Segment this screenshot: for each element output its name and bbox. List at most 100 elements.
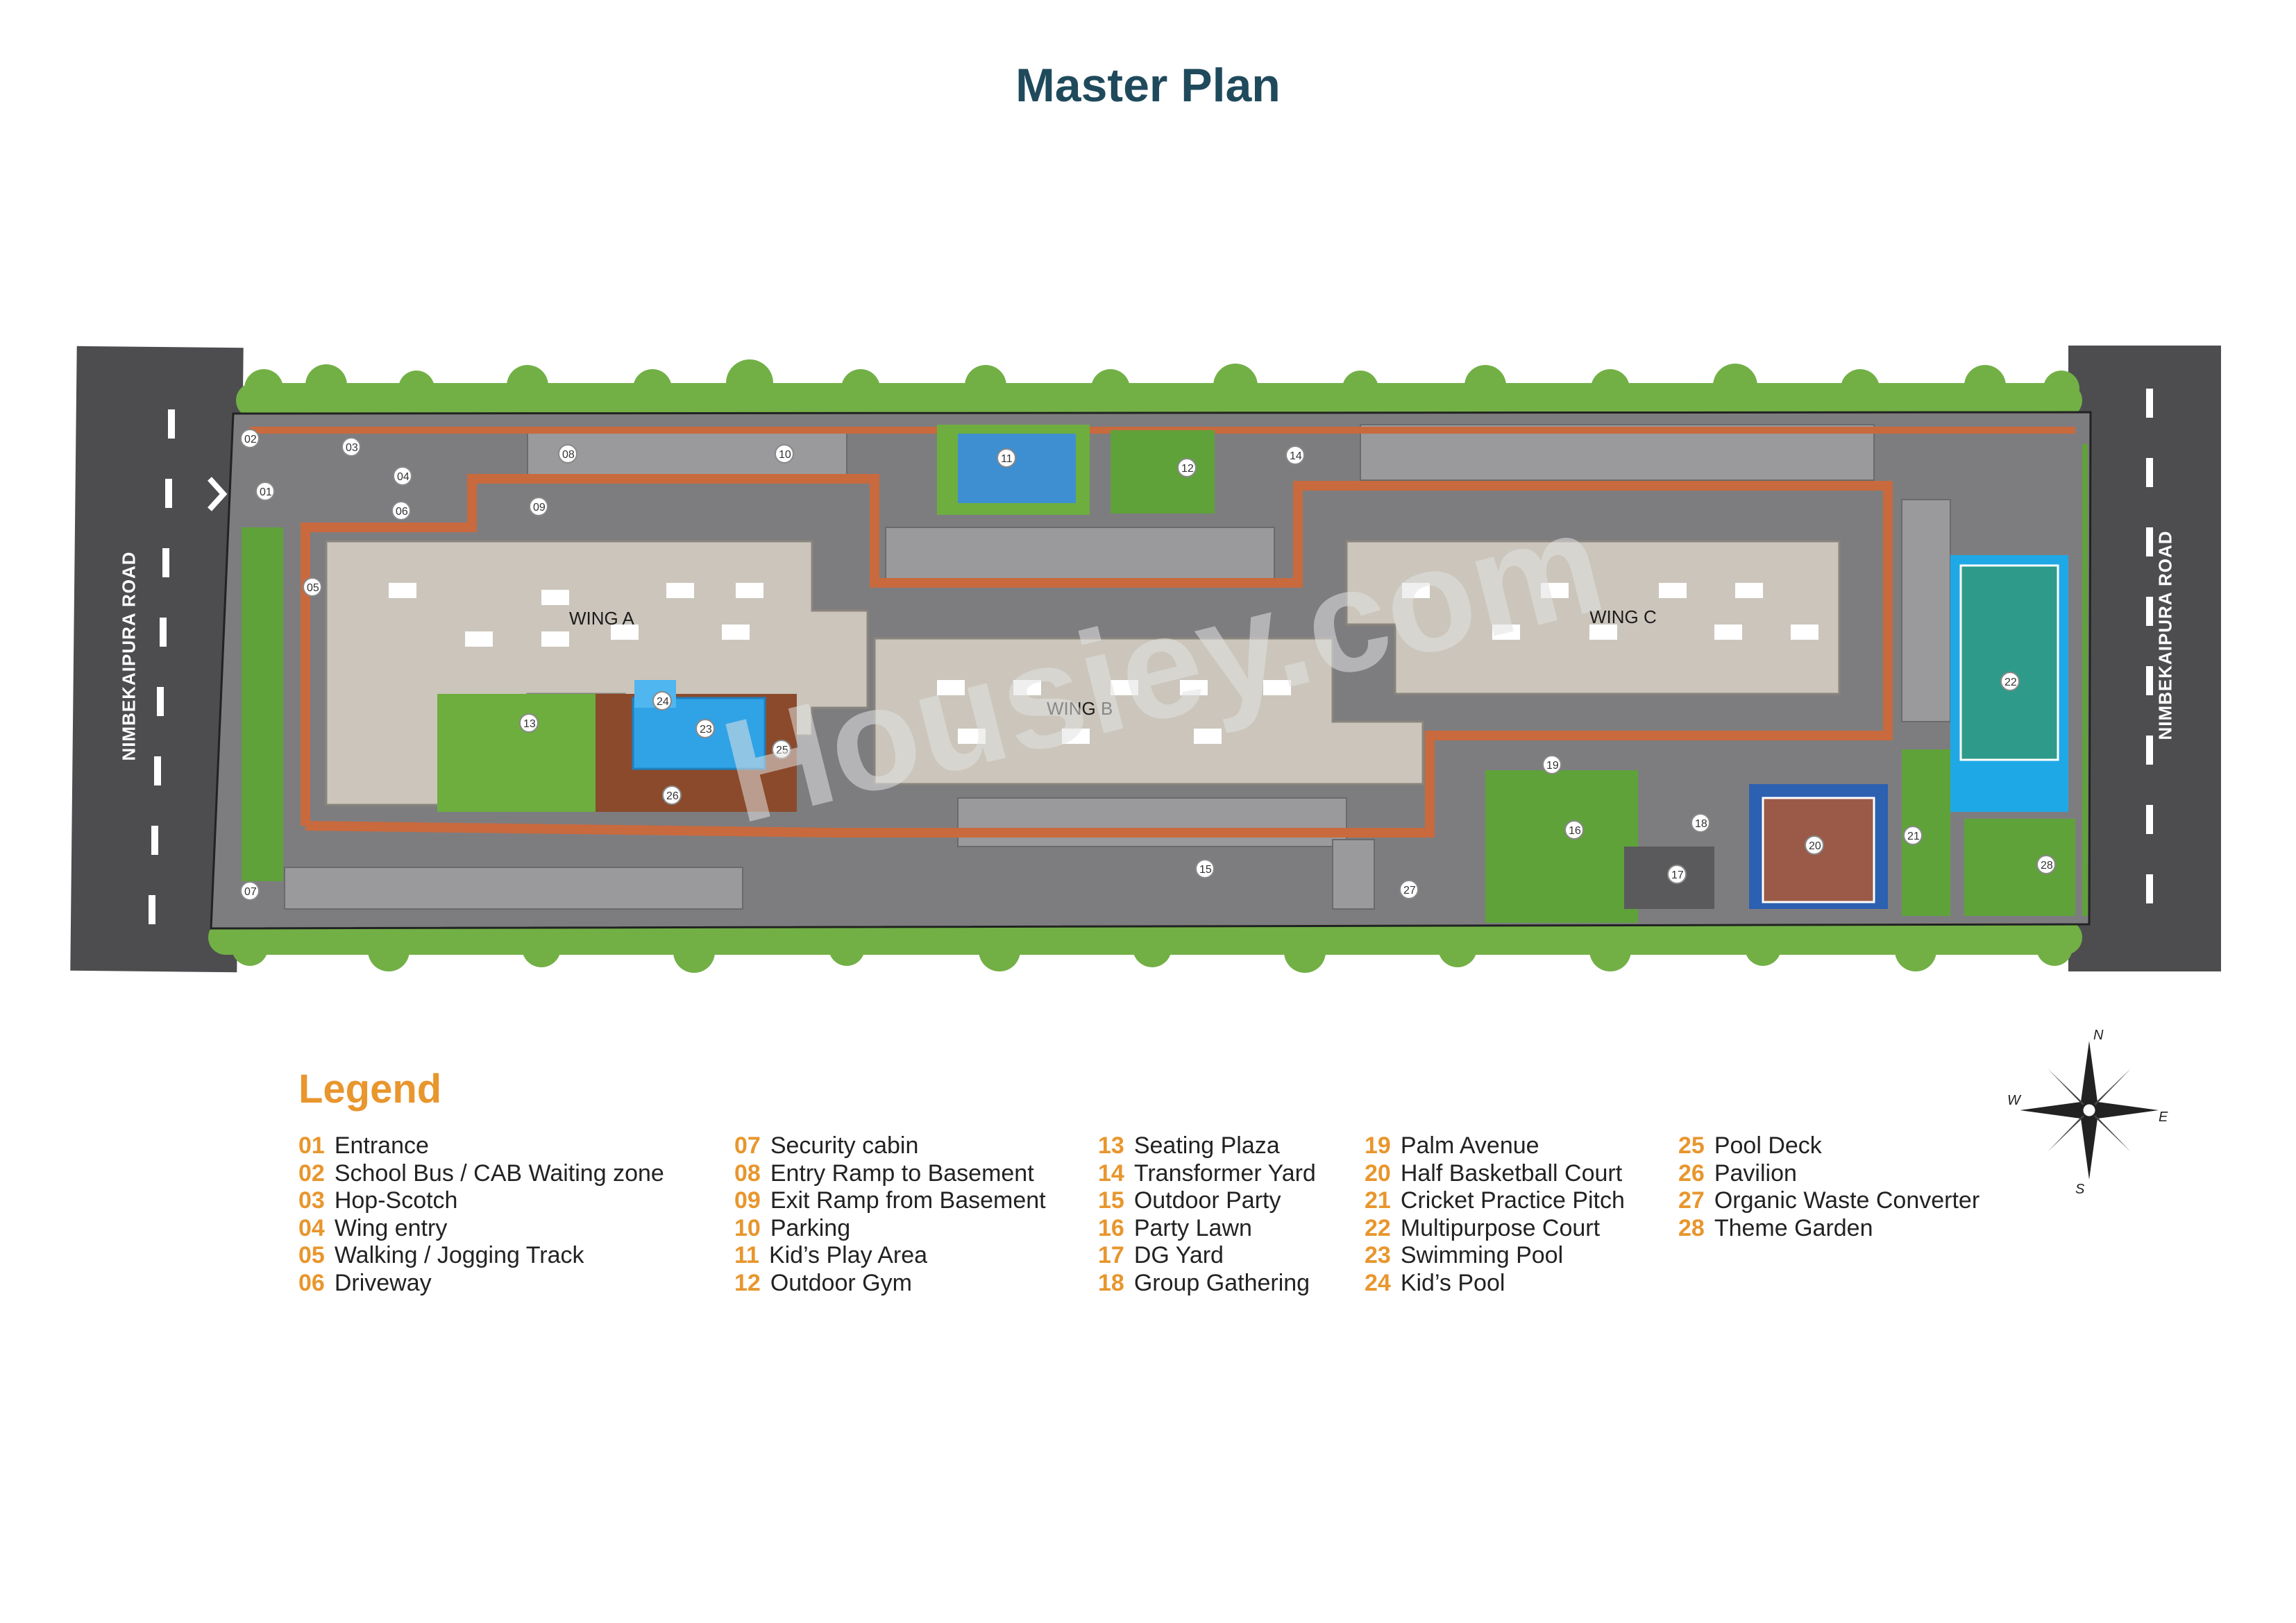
legend-item: 26 Pavilion [1678, 1160, 1797, 1187]
legend-item: 21 Cricket Practice Pitch [1365, 1187, 1625, 1214]
legend-item-number: 27 [1678, 1187, 1705, 1214]
svg-text:02: 02 [244, 434, 257, 445]
legend-item-label: Outdoor Gym [770, 1269, 912, 1296]
legend-item-label: Exit Ramp from Basement [770, 1187, 1046, 1214]
plan-marker [1177, 458, 1197, 477]
plan-marker [1667, 865, 1687, 884]
legend-item-label: Security cabin [770, 1132, 919, 1159]
svg-text:28: 28 [2041, 860, 2053, 872]
theme-garden [1964, 819, 2075, 916]
legend-item-number: 23 [1365, 1242, 1391, 1268]
plan-marker [695, 719, 715, 738]
plan-markers [240, 429, 2056, 901]
wing-a-label: WING A [569, 608, 635, 629]
legend-item-number: 15 [1098, 1187, 1124, 1214]
plan-marker [1542, 755, 1562, 774]
legend-item-label: Swimming Pool [1400, 1242, 1564, 1268]
road-dashes-right [2146, 389, 2153, 903]
svg-text:04: 04 [397, 471, 410, 483]
svg-text:11: 11 [1001, 453, 1013, 465]
legend-item-label: Multipurpose Court [1400, 1214, 1601, 1241]
left-lawn [242, 527, 283, 881]
legend-item-label: Seating Plaza [1133, 1132, 1280, 1159]
svg-text:23: 23 [700, 724, 712, 736]
svg-text:01: 01 [260, 486, 272, 498]
legend-item-label: Kid’s Pool [1400, 1269, 1505, 1296]
plan-marker [303, 577, 322, 597]
compass-icon: N S E W [2007, 1028, 2168, 1193]
plan-marker [775, 444, 794, 464]
svg-text:26: 26 [666, 790, 679, 802]
plan-marker [519, 713, 539, 733]
compass-north: N [2093, 1028, 2104, 1043]
legend-item-number: 21 [1365, 1187, 1391, 1214]
legend-item-label: Entrance [334, 1132, 429, 1159]
legend-item: 04 Wing entry [298, 1215, 447, 1242]
legend-item-label: Driveway [334, 1269, 432, 1296]
legend-item-number: 25 [1678, 1132, 1705, 1159]
legend-item-label: Parking [770, 1214, 851, 1241]
svg-text:15: 15 [1199, 864, 1212, 876]
legend-item-number: 10 [734, 1214, 761, 1241]
plan-marker [1195, 859, 1215, 878]
compass-south: S [2075, 1182, 2085, 1193]
legend-item-label: Half Basketball Court [1400, 1159, 1623, 1187]
svg-text:05: 05 [307, 582, 319, 594]
legend-item-label: Palm Avenue [1400, 1132, 1539, 1159]
legend-item-number: 07 [734, 1132, 761, 1159]
legend-item-number: 26 [1678, 1159, 1705, 1187]
compass-east: E [2159, 1110, 2168, 1125]
svg-text:18: 18 [1695, 818, 1707, 830]
plan-marker [240, 881, 260, 901]
legend-item-label: Group Gathering [1133, 1269, 1310, 1296]
legend-item-number: 13 [1098, 1132, 1124, 1159]
outdoor-gym [1111, 430, 1215, 513]
svg-text:09: 09 [533, 502, 546, 513]
legend-item-label: Cricket Practice Pitch [1400, 1187, 1625, 1214]
legend-item-number: 08 [734, 1159, 761, 1187]
legend-item: 07 Security cabin [734, 1132, 918, 1159]
legend-item-label: School Bus / CAB Waiting zone [334, 1159, 664, 1187]
plan-marker [1564, 820, 1584, 840]
legend-item-number: 04 [298, 1214, 325, 1241]
plan-marker [997, 448, 1016, 468]
legend-item-label: Walking / Jogging Track [334, 1242, 584, 1268]
legend-item-number: 06 [298, 1269, 325, 1296]
legend-item-number: 17 [1098, 1242, 1124, 1268]
legend-item-number: 24 [1365, 1269, 1391, 1296]
svg-text:12: 12 [1181, 463, 1194, 475]
wing-b-label: WING B [1047, 698, 1113, 719]
legend-item: 25 Pool Deck [1678, 1132, 1822, 1159]
legend-item: 06 Driveway [298, 1270, 432, 1297]
legend-item-label: Transformer Yard [1133, 1159, 1316, 1187]
legend-item-label: Pool Deck [1714, 1132, 1822, 1159]
legend-item-label: Hop-Scotch [334, 1187, 458, 1214]
svg-text:20: 20 [1809, 840, 1821, 852]
legend-item-label: Organic Waste Converter [1714, 1187, 1980, 1214]
plan-marker [2036, 855, 2056, 874]
plan-marker [393, 466, 412, 486]
svg-text:03: 03 [346, 442, 358, 454]
parking-strips [284, 424, 1951, 910]
legend-item-number: 18 [1098, 1269, 1124, 1296]
legend-item-number: 14 [1098, 1159, 1124, 1187]
legend-item-label: Pavilion [1714, 1159, 1797, 1187]
legend-item-number: 28 [1678, 1214, 1705, 1241]
plan-marker [1903, 826, 1923, 845]
svg-text:21: 21 [1907, 831, 1920, 842]
legend-item-label: Wing entry [334, 1214, 448, 1241]
kids-play-surface [958, 434, 1076, 503]
legend-item: 14 Transformer Yard [1098, 1160, 1316, 1187]
